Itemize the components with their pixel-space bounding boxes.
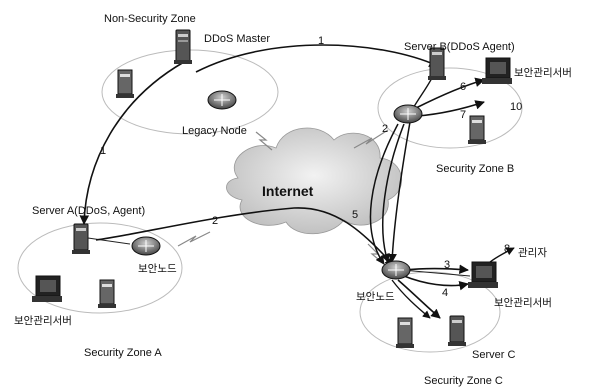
zone-ellipse-b	[377, 67, 523, 149]
label-security-mgmt-server-b: 보안관리서버	[514, 67, 572, 79]
step-number-6: 6	[460, 81, 466, 93]
arrow-2-server-a-to-server-c	[95, 207, 395, 267]
label-internet: Internet	[262, 183, 314, 199]
lightning-link-legacy	[255, 131, 273, 151]
step-number-5: 5	[352, 209, 358, 221]
router-b-icon	[393, 104, 423, 124]
arrow-1-master-to-server-a	[79, 61, 185, 225]
label-server-b: Server B(DDoS Agent)	[404, 41, 515, 53]
link-server-a-router	[87, 237, 131, 245]
arrow-7-to-server-b-pc	[417, 100, 485, 117]
label-security-zone-a: Security Zone A	[84, 347, 162, 359]
step-number-2-b: 2	[382, 123, 388, 135]
arrow-to-server-c	[397, 279, 441, 319]
server-b-icon	[428, 47, 446, 80]
zone-ellipse-a	[17, 222, 183, 314]
server-c-icon	[448, 315, 466, 346]
server-a-icon	[72, 223, 90, 254]
security-mgmt-server-b-icon	[482, 57, 512, 84]
label-security-mgmt-server-a: 보안관리서버	[14, 315, 72, 327]
legacy-router-icon	[207, 90, 237, 110]
step-number-10: 10	[510, 101, 522, 113]
security-mgmt-server-c-icon	[468, 261, 498, 288]
label-legacy-node: Legacy Node	[182, 125, 247, 137]
step-number-7: 7	[460, 109, 466, 121]
label-administrator: 관리자	[518, 247, 547, 259]
arrow-2-server-b-to-c-2	[381, 123, 405, 263]
step-number-3: 3	[444, 259, 450, 271]
step-number-4: 4	[442, 287, 448, 299]
label-security-mgmt-server-c: 보안관리서버	[494, 297, 552, 309]
step-number-8: 8	[504, 243, 510, 255]
label-security-node-a: 보안노드	[138, 263, 177, 275]
step-number-1-left: 1	[100, 145, 106, 157]
arrow-4-to-mgmt-c	[403, 275, 469, 291]
router-a-icon	[131, 236, 161, 256]
label-ddos-master: DDoS Master	[204, 33, 270, 45]
label-security-zone-b: Security Zone B	[436, 163, 514, 175]
arrow-3-to-mgmt-c	[403, 264, 469, 275]
arrow-5-to-pc-c	[391, 279, 431, 319]
pc-icon-non-security	[116, 69, 134, 98]
ddos-master-server-icon	[174, 29, 192, 64]
arrow-6-to-mgmt-b	[415, 77, 485, 109]
lightning-link-a	[177, 231, 211, 247]
label-server-a: Server A(DDoS, Agent)	[32, 205, 145, 217]
step-number-2-a: 2	[212, 215, 218, 227]
pc-icon-zone-b	[468, 115, 486, 144]
arrow-2-server-b-to-c-3	[369, 123, 399, 265]
internet-cloud	[226, 127, 403, 235]
label-security-node-c: 보안노드	[356, 291, 395, 303]
label-non-security-zone: Non-Security Zone	[104, 13, 196, 25]
pc-icon-zone-c	[396, 317, 414, 348]
arrow-8-to-admin	[489, 247, 515, 263]
router-c-icon	[381, 260, 411, 280]
label-server-c: Server C	[472, 349, 515, 361]
label-security-zone-c: Security Zone C	[424, 375, 503, 387]
arrow-2-server-b-to-c-1	[387, 121, 411, 263]
lightning-link-b	[353, 129, 389, 149]
step-number-1-top: 1	[318, 35, 324, 47]
security-mgmt-server-a-icon	[32, 275, 62, 302]
arrow-1-master-to-server-b	[195, 44, 439, 73]
link-router-c-mgmt	[401, 269, 471, 277]
pc-icon-zone-a	[98, 279, 116, 308]
